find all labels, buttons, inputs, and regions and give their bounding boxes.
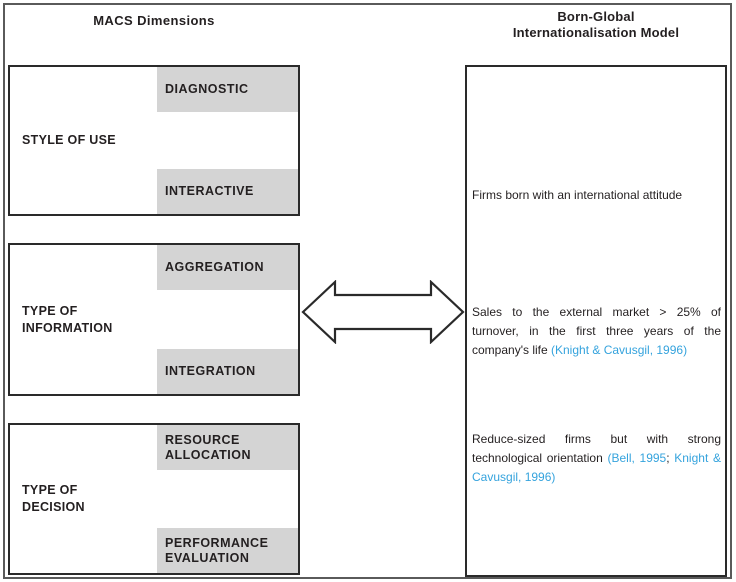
- macs-dimensions-header: MACS Dimensions: [93, 13, 215, 28]
- text-segment: Firms born with an international attitud…: [472, 188, 683, 202]
- double-arrow-icon: [301, 279, 465, 345]
- text-segment: (Bell, 1995: [607, 451, 667, 465]
- text-segment: Knight & Cavusgil, 1996): [472, 451, 721, 484]
- row-label-type-of-decision: TYPE OF DECISION: [22, 483, 85, 514]
- text-segment: Sales to the external market > 25% of tu…: [472, 305, 721, 357]
- model-entry-size: Reduce-sized firms but with strong techn…: [472, 430, 721, 487]
- born-global-header-line1: Born-Global: [557, 9, 635, 24]
- sub-box-interactive: INTERACTIVE: [157, 169, 298, 214]
- row-label-style-of-use: STYLE OF USE: [22, 133, 116, 147]
- text-segment: ;: [666, 451, 675, 465]
- row-label-type-of-information: TYPE OF INFORMATION: [22, 303, 113, 335]
- sub-box-performance-evaluation: PERFORMANCE EVALUATION: [157, 528, 298, 573]
- born-global-header: Born-Global Internationalisation Model: [465, 9, 727, 41]
- sub-box-diagnostic: DIAGNOSTIC: [157, 67, 298, 112]
- text-segment: Reduce-sized firms but with strong techn…: [472, 432, 721, 465]
- sub-box-integration: INTEGRATION: [157, 349, 298, 394]
- text-segment: (Knight & Cavusgil, 1996): [551, 343, 688, 357]
- sub-box-aggregation: AGGREGATION: [157, 245, 298, 290]
- born-global-panel: Firms born with an international attitud…: [465, 65, 727, 577]
- sub-box-resource-allocation: RESOURCE ALLOCATION: [157, 425, 298, 470]
- macs-row-type-of-information: TYPE OF INFORMATION AGGREGATION INTEGRAT…: [8, 243, 300, 396]
- macs-row-style-of-use: STYLE OF USE DIAGNOSTIC INTERACTIVE: [8, 65, 300, 216]
- born-global-header-line2: Internationalisation Model: [512, 25, 680, 40]
- macs-row-type-of-decision: TYPE OF DECISION RESOURCE ALLOCATION PER…: [8, 423, 300, 575]
- model-entry-attitude: Firms born with an international attitud…: [472, 186, 721, 205]
- model-entry-sales: Sales to the external market > 25% of tu…: [472, 303, 721, 360]
